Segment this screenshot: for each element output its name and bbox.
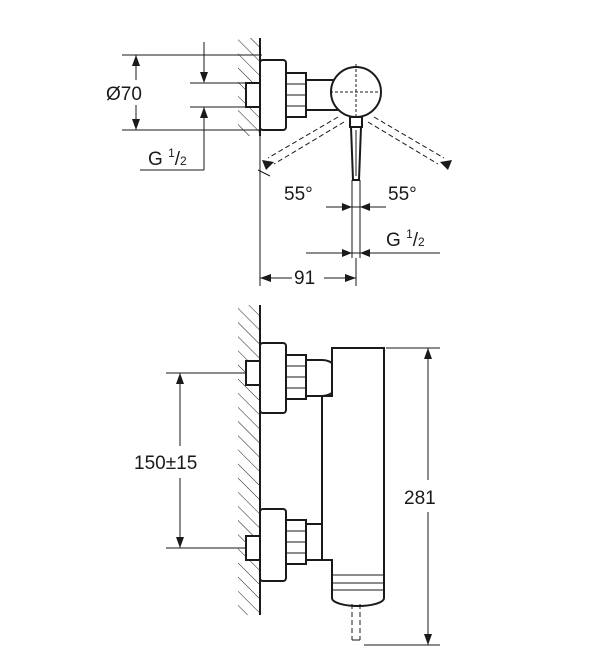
inlet-stub-lower [245, 535, 261, 561]
inlet-stub-top [245, 82, 261, 108]
projection-label: 91 [294, 268, 315, 289]
lever-top [349, 116, 363, 128]
escutcheon-upper [259, 342, 287, 414]
thread-left-label: G 1/2 [148, 146, 187, 170]
swing-right-dash [373, 116, 445, 159]
centers-label: 150±15 [134, 453, 197, 474]
height-label: 281 [404, 488, 436, 509]
diameter-label: Ø70 [106, 84, 142, 105]
thread-right-label: G 1/2 [386, 227, 425, 251]
swing-left-dash [267, 116, 339, 159]
angle-right-label: 55° [388, 184, 417, 205]
mixer-body-side [321, 347, 385, 607]
top-view: Ø70 G 1/2 55° 55° G 1/2 91 [106, 38, 452, 289]
escutcheon-lower [259, 508, 287, 582]
escutcheon-top [259, 59, 287, 131]
side-view: 150±15 281 [134, 305, 440, 646]
wall-hatch-side [238, 305, 260, 615]
angle-left-label: 55° [284, 184, 313, 205]
inlet-stub-upper [245, 360, 261, 386]
